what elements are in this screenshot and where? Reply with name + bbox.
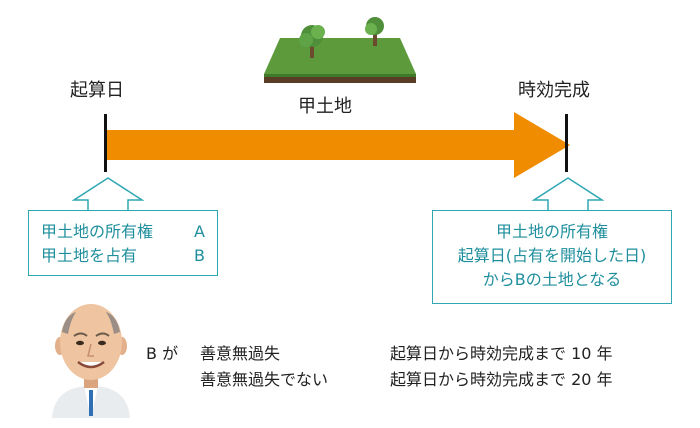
- up-arrow-left: [72, 177, 144, 212]
- timeline-arrow: [106, 112, 570, 178]
- up-arrow-right: [532, 177, 604, 212]
- period-20-years: 起算日から時効完成まで 20 年: [390, 370, 613, 389]
- right-box-line2: 起算日(占有を開始した日): [457, 246, 647, 265]
- period-10-years: 起算日から時効完成まで 10 年: [390, 344, 613, 363]
- start-date-label: 起算日: [70, 80, 124, 101]
- start-tick: [104, 114, 107, 172]
- land-illustration: [264, 17, 416, 83]
- left-info-box: 甲土地の所有権 A 甲土地を占有 B: [28, 210, 218, 276]
- completion-label: 時効完成: [518, 80, 590, 101]
- condition-good-faith: 善意無過失: [200, 344, 281, 363]
- subject-label: B が: [146, 344, 179, 363]
- left-box-line1: 甲土地の所有権: [41, 222, 154, 241]
- left-box-line2: 甲土地を占有: [41, 246, 138, 265]
- person-avatar: [52, 304, 130, 418]
- right-info-box: 甲土地の所有権 起算日(占有を開始した日) からBの土地となる: [432, 210, 672, 304]
- left-box-line1-value: A: [194, 222, 205, 241]
- condition-not-good-faith: 善意無過失でない: [200, 370, 329, 389]
- land-label: 甲土地: [298, 96, 352, 117]
- end-tick: [565, 114, 568, 172]
- right-box-line3: からBの土地となる: [482, 270, 622, 289]
- right-box-line1: 甲土地の所有権: [495, 222, 608, 241]
- left-box-line2-value: B: [194, 246, 205, 265]
